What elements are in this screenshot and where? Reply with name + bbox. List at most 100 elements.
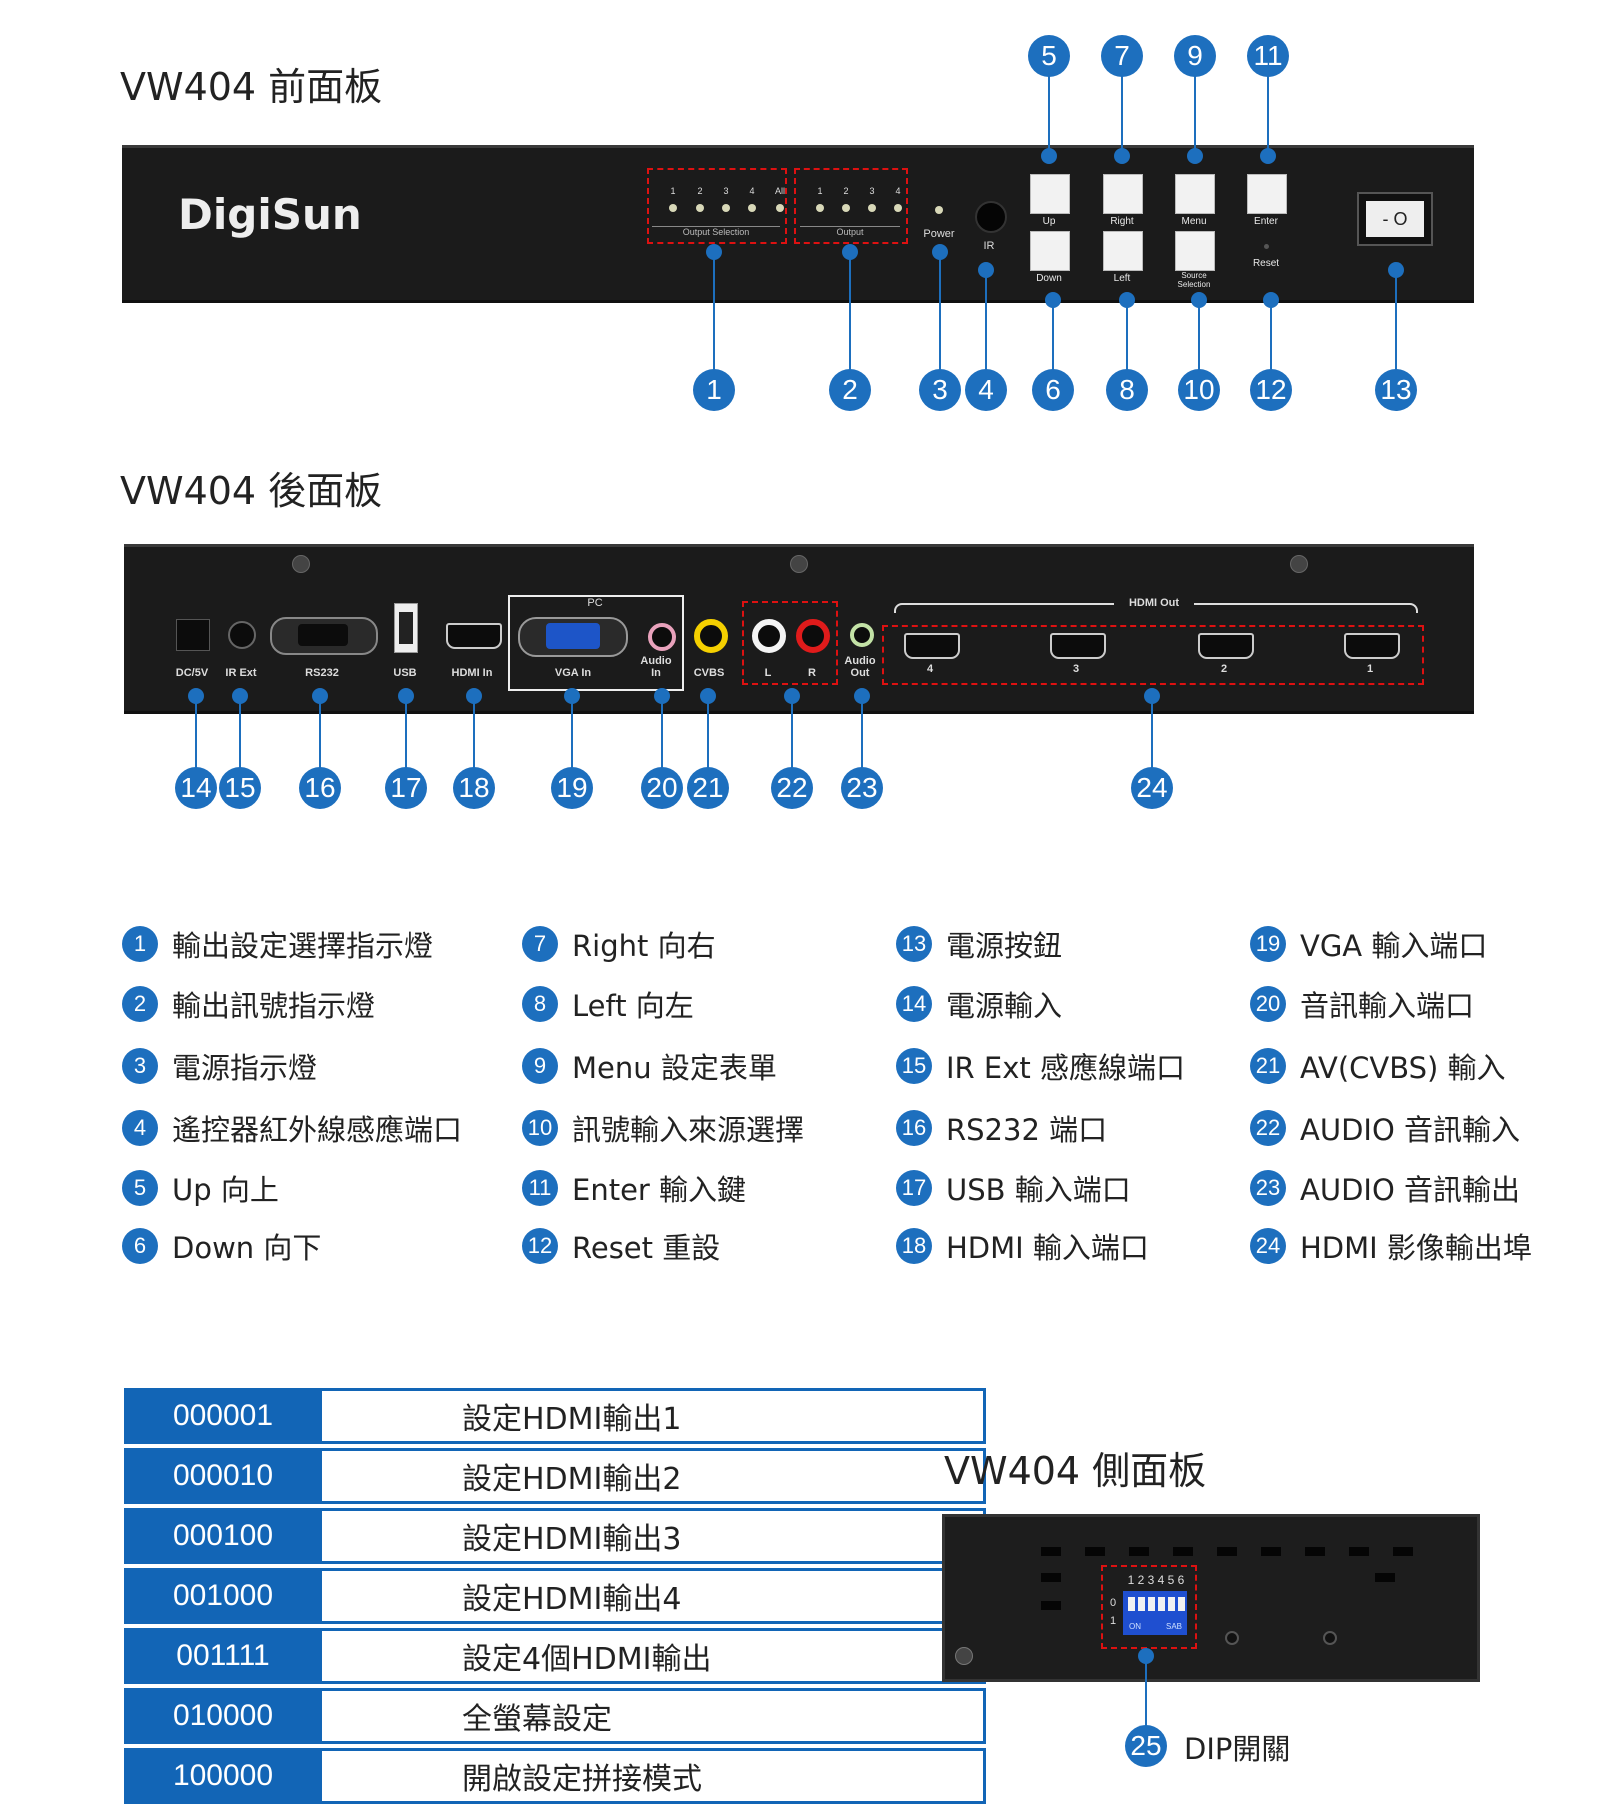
legend-text: 輸出設定選擇指示燈 bbox=[172, 929, 434, 963]
legend-badge: 19 bbox=[1250, 926, 1286, 962]
source-selection-button[interactable] bbox=[1175, 231, 1215, 271]
callout-dot bbox=[232, 688, 248, 704]
vga-in-label: VGA In bbox=[554, 667, 592, 679]
hdmi-out-1-label: 1 bbox=[1366, 663, 1374, 675]
enter-button[interactable] bbox=[1247, 174, 1287, 214]
callout-leader bbox=[707, 696, 709, 788]
audio-out-jack bbox=[850, 623, 874, 647]
badge-9: 9 bbox=[1174, 35, 1216, 77]
legend-badge: 24 bbox=[1250, 1228, 1286, 1264]
front-panel-title: VW404 前面板 bbox=[120, 65, 383, 109]
enter-label: Enter bbox=[1254, 216, 1278, 227]
callout-leader bbox=[405, 696, 407, 788]
ir-label: IR bbox=[983, 240, 995, 252]
dip-top-numbers: 1 2 3 4 5 6 bbox=[1127, 1573, 1185, 1587]
callout-dot bbox=[1263, 292, 1279, 308]
badge-19: 19 bbox=[551, 767, 593, 809]
dip-lever[interactable] bbox=[1128, 1597, 1135, 1611]
pc-group bbox=[508, 595, 684, 691]
left-button[interactable] bbox=[1103, 231, 1143, 271]
reset-hole[interactable] bbox=[1264, 244, 1269, 249]
output-selection-led bbox=[696, 204, 704, 212]
callout-dot bbox=[854, 688, 870, 704]
dip-description: 設定HDMI輸出2 bbox=[322, 1448, 986, 1504]
legend-badge: 17 bbox=[896, 1170, 932, 1206]
hdmi-out-label: HDMI Out bbox=[1114, 597, 1194, 609]
vent-slot bbox=[1173, 1547, 1193, 1556]
up-button[interactable] bbox=[1030, 174, 1070, 214]
output-led bbox=[842, 204, 850, 212]
badge-23: 23 bbox=[841, 767, 883, 809]
badge-13: 13 bbox=[1375, 369, 1417, 411]
callout-leader bbox=[571, 696, 573, 788]
front-panel: DigiSun Output Selection Output Power IR… bbox=[122, 145, 1474, 303]
output-selection-led bbox=[776, 204, 784, 212]
power-switch[interactable]: - O bbox=[1357, 192, 1433, 246]
source-selection-label: Source Selection bbox=[1177, 271, 1211, 289]
callout-dot bbox=[1260, 148, 1276, 164]
audio-in-jack bbox=[648, 623, 676, 651]
dip-lever[interactable] bbox=[1178, 1597, 1185, 1611]
dip-code: 100000 bbox=[124, 1748, 322, 1804]
hdmi-out-group bbox=[882, 625, 1424, 685]
down-button[interactable] bbox=[1030, 231, 1070, 271]
badge-8: 8 bbox=[1106, 369, 1148, 411]
badge-1: 1 bbox=[693, 369, 735, 411]
dip-lever[interactable] bbox=[1148, 1597, 1155, 1611]
usb-label: USB bbox=[393, 667, 417, 679]
callout-dot bbox=[932, 244, 948, 260]
audio-in-label: Audio In bbox=[640, 655, 672, 679]
legend-badge: 1 bbox=[122, 926, 158, 962]
legend-badge: 18 bbox=[896, 1228, 932, 1264]
hdmi-out-3-port bbox=[1050, 633, 1106, 659]
badge-7: 7 bbox=[1101, 35, 1143, 77]
left-label: Left bbox=[1113, 273, 1131, 284]
dip-lever[interactable] bbox=[1168, 1597, 1175, 1611]
vent-slot bbox=[1375, 1573, 1395, 1582]
led-number: 2 bbox=[843, 186, 849, 196]
callout-dot bbox=[564, 688, 580, 704]
legend-text: IR Ext 感應線端口 bbox=[946, 1051, 1185, 1085]
vent-slot bbox=[1305, 1547, 1325, 1556]
callout-dot bbox=[978, 262, 994, 278]
rs232-label: RS232 bbox=[305, 667, 339, 679]
legend-text: Menu 設定表單 bbox=[572, 1051, 777, 1085]
callout-dot bbox=[784, 688, 800, 704]
vent-slot bbox=[1129, 1547, 1149, 1556]
dip-code: 001000 bbox=[124, 1568, 322, 1624]
output-selection-led bbox=[669, 204, 677, 212]
vga-port bbox=[518, 617, 628, 657]
dip-lever[interactable] bbox=[1138, 1597, 1145, 1611]
dip-switch[interactable]: ON SAB bbox=[1123, 1591, 1187, 1635]
menu-button[interactable] bbox=[1175, 174, 1215, 214]
legend-badge: 8 bbox=[522, 986, 558, 1022]
right-button[interactable] bbox=[1103, 174, 1143, 214]
callout-dot bbox=[1388, 262, 1404, 278]
led-number: 3 bbox=[723, 186, 729, 196]
legend-item: 1 輸出設定選擇指示燈 bbox=[122, 926, 434, 963]
rear-panel: DC/5V IR Ext RS232 USB HDMI In PC VGA In… bbox=[124, 544, 1474, 714]
dip-description: 開啟設定拼接模式 bbox=[322, 1748, 986, 1804]
legend-badge: 14 bbox=[896, 986, 932, 1022]
callout-dot bbox=[312, 688, 328, 704]
legend-text: Up 向上 bbox=[172, 1173, 279, 1207]
badge-18: 18 bbox=[453, 767, 495, 809]
dip-badge-label: DIP開關 bbox=[1184, 1732, 1291, 1766]
callout-leader bbox=[1126, 300, 1128, 390]
callout-dot bbox=[188, 688, 204, 704]
power-switch-label: - O bbox=[1366, 201, 1424, 237]
cvbs-label: CVBS bbox=[693, 667, 725, 679]
legend-text: HDMI 輸入端口 bbox=[946, 1231, 1149, 1265]
hdmi-in-label: HDMI In bbox=[451, 667, 493, 679]
usb-port bbox=[394, 603, 418, 653]
vent-slot bbox=[1393, 1547, 1413, 1556]
dip-lever[interactable] bbox=[1158, 1597, 1165, 1611]
ir-ext-jack bbox=[228, 621, 256, 649]
callout-leader bbox=[195, 696, 197, 788]
callout-leader bbox=[1267, 56, 1269, 156]
